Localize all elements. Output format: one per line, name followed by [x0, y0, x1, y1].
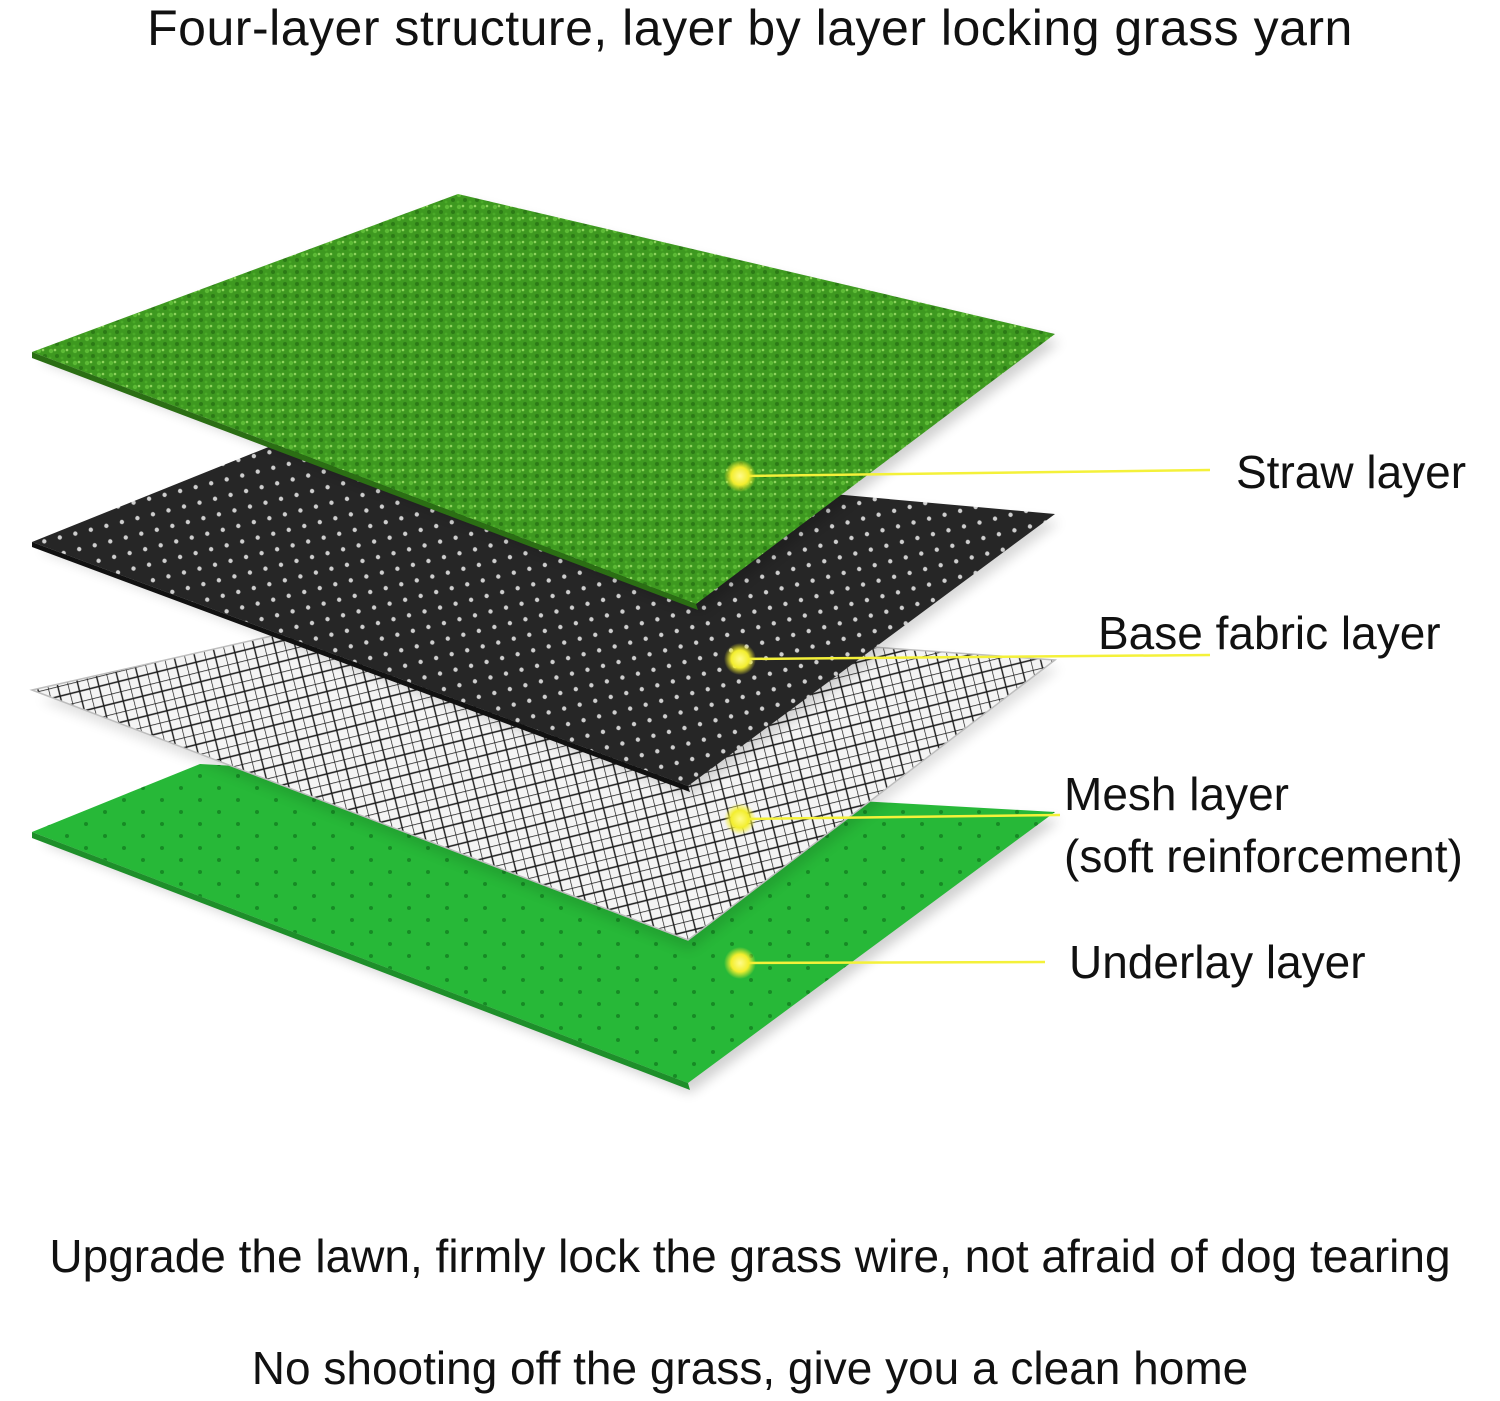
callout-line-straw [739, 468, 1211, 478]
footer-line-1: Upgrade the lawn, firmly lock the grass … [49, 1230, 1451, 1282]
callout-line-mesh [739, 813, 1061, 821]
label-base-fabric-layer: Base fabric layer [1098, 607, 1441, 659]
callout-dot-mesh [724, 803, 756, 835]
label-mesh-layer: Mesh layer [1064, 768, 1289, 820]
callout-dot-straw [724, 460, 756, 492]
label-underlay-layer: Underlay layer [1069, 936, 1366, 988]
callouts [739, 468, 1211, 965]
callout-dot-base [724, 643, 756, 675]
callout-line-underlay [739, 960, 1046, 965]
diagram-title: Four-layer structure, layer by layer loc… [147, 0, 1353, 56]
callout-line-base [739, 653, 1211, 661]
straw-layer [32, 194, 1060, 612]
callout-dots [724, 460, 756, 979]
footer-line-2: No shooting off the grass, give you a cl… [251, 1342, 1249, 1394]
callout-dot-underlay [724, 947, 756, 979]
label-straw-layer: Straw layer [1236, 446, 1467, 498]
label-mesh-layer-note: (soft reinforcement) [1064, 830, 1463, 882]
